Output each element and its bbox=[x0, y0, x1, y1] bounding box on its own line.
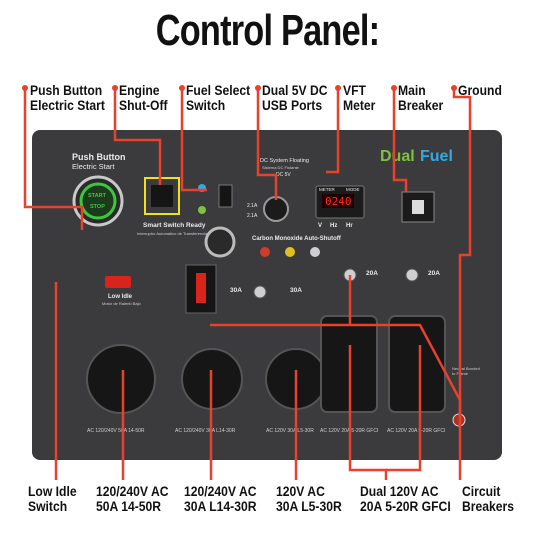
ground-panel-text: Neutral Bonded to Frame bbox=[452, 366, 480, 376]
round-port bbox=[204, 226, 236, 258]
low-idle-panel-label: Low Idle bbox=[108, 294, 132, 300]
line-usb bbox=[256, 88, 278, 200]
smart-switch-label: Smart Switch Ready bbox=[143, 222, 206, 229]
co-indicator-3 bbox=[310, 247, 320, 257]
vft-meter-display bbox=[322, 194, 354, 208]
co-shutoff-label: Carbon Monoxide Auto-Shutoff bbox=[252, 236, 341, 242]
label-outlet-30a-l14: 120/240V AC 30A L14-30R bbox=[184, 484, 257, 514]
label-breakers: Circuit Breakers bbox=[462, 484, 515, 514]
dot-vft bbox=[335, 85, 341, 91]
breaker-30a-label-b: 30A bbox=[290, 287, 302, 294]
stop-label: STOP bbox=[90, 204, 105, 210]
meter-value: 0240 bbox=[325, 195, 352, 208]
control-panel: Push Button Electric Start START STOP Sm… bbox=[32, 130, 502, 460]
dot-usb bbox=[255, 85, 261, 91]
label-push-button-start: Push Button Electric Start bbox=[30, 83, 105, 113]
main-breaker-body bbox=[401, 191, 435, 223]
co-indicator-1 bbox=[260, 247, 270, 257]
label-usb-ports: Dual 5V DC USB Ports bbox=[262, 83, 328, 113]
breaker-30a-label-a: 30A bbox=[230, 287, 242, 294]
label-main-breaker: Main Breaker bbox=[398, 83, 444, 113]
fuel-select-gas-icon bbox=[198, 206, 206, 214]
meter-unit-v: V bbox=[318, 223, 323, 229]
line-vft bbox=[326, 88, 340, 174]
dc-floating-es: Sistema DC Flotante bbox=[262, 165, 299, 170]
line-fuel-select bbox=[180, 88, 207, 192]
low-idle-panel-es: Motor de Ralentí Bajo bbox=[102, 301, 141, 306]
label-gfci: Dual 120V AC 20A 5-20R GFCI bbox=[360, 484, 451, 514]
breaker-button-30a bbox=[253, 285, 267, 299]
co-indicator-2 bbox=[285, 247, 295, 257]
outlet-label-50a: AC 120/240V 50A 14-50R bbox=[87, 428, 145, 434]
breaker-button-20a-b bbox=[405, 268, 419, 282]
low-idle-switch bbox=[105, 276, 131, 288]
breaker-20a-label-b: 20A bbox=[428, 270, 440, 277]
label-ground: Ground bbox=[458, 83, 502, 98]
push-button-sub: Electric Start bbox=[72, 162, 115, 171]
usb-2-1a-top: 2.1A bbox=[247, 203, 258, 209]
line-engine-shutoff bbox=[113, 88, 162, 185]
breaker-30a-toggle bbox=[196, 273, 206, 303]
mode-label: MODE bbox=[346, 187, 360, 192]
line-breakers bbox=[210, 323, 462, 480]
meter-label: METER bbox=[319, 187, 335, 192]
dc-floating-label: DC System Floating bbox=[260, 158, 309, 164]
push-button-title: Push Button bbox=[72, 152, 126, 162]
engine-shutoff-switch bbox=[151, 185, 173, 207]
breaker-20a-label-a: 20A bbox=[366, 270, 378, 277]
engine-shutoff-frame bbox=[144, 177, 180, 215]
label-low-idle: Low Idle Switch bbox=[28, 484, 77, 514]
outlet-gfci-2 bbox=[388, 315, 446, 413]
usb-2-1a-bottom: 2.1A bbox=[247, 213, 258, 219]
fuel-select-switch bbox=[218, 184, 233, 208]
dual-fuel-logo-dual: Dual bbox=[380, 148, 415, 165]
dot-fuel bbox=[179, 85, 185, 91]
dot-push-button bbox=[22, 85, 28, 91]
line-ground bbox=[452, 88, 472, 415]
line-main-breaker bbox=[392, 88, 408, 192]
meter-unit-hz: Hz bbox=[330, 223, 338, 229]
meter-unit-hr: Hr bbox=[346, 223, 353, 229]
start-label: START bbox=[88, 193, 106, 199]
page-title: Control Panel: bbox=[155, 6, 380, 55]
dual-fuel-logo-fuel: Fuel bbox=[420, 148, 453, 165]
outlet-label-30a-l5: AC 120V 30A L5-30R bbox=[266, 428, 314, 434]
label-vft-meter: VFT Meter bbox=[343, 83, 376, 113]
line-gfci-2 bbox=[386, 345, 422, 472]
label-outlet-30a-l5: 120V AC 30A L5-30R bbox=[276, 484, 342, 514]
label-fuel-select: Fuel Select Switch bbox=[186, 83, 251, 113]
label-engine-shutoff: Engine Shut-Off bbox=[119, 83, 168, 113]
label-outlet-50a: 120/240V AC 50A 14-50R bbox=[96, 484, 169, 514]
outlet-label-30a-l14: AC 120/240V 30A L14-30R bbox=[175, 428, 236, 434]
dot-engine bbox=[112, 85, 118, 91]
dot-ground bbox=[451, 85, 457, 91]
smart-switch-es: Interruptor Automático de Transferencia bbox=[137, 231, 208, 236]
main-breaker-toggle bbox=[412, 200, 424, 214]
outlet-label-gfci-2: AC 120V 20A 5-20R GFCI bbox=[387, 428, 446, 434]
line-gfci bbox=[348, 345, 388, 480]
start-button-glow bbox=[79, 182, 117, 220]
outlet-50a bbox=[86, 344, 156, 414]
dot-main-breaker bbox=[391, 85, 397, 91]
dc-5v-label: DC 5V bbox=[276, 172, 291, 178]
line-push-button bbox=[23, 88, 84, 230]
